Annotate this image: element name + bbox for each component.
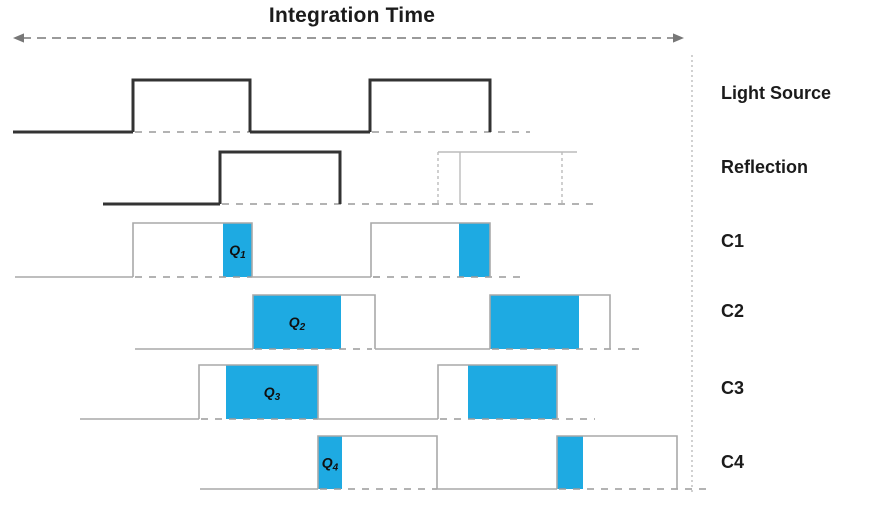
row-label-c3: C3 [721,378,745,398]
charge-region-c2 [490,295,579,349]
pulse [198,364,319,419]
pulse [368,78,492,132]
integration-time-arrow [13,33,684,43]
arrow-head-left [13,33,24,43]
charge-region-c3 [226,365,318,419]
charge-label: Q2 [289,314,306,333]
charge-region-c2 [253,295,341,349]
charge-region-c4 [318,436,342,489]
charge-region-c1 [459,223,490,277]
arrow-head-right [673,33,684,43]
row-light-source-waveform [13,78,530,134]
pulse [370,222,491,277]
pulse [132,222,253,277]
charge-label: Q4 [322,455,339,474]
charge-label: Q1 [229,242,246,261]
pulse [556,435,678,489]
row-label-reflection: Reflection [721,157,809,177]
pulse [218,150,342,204]
charge-label: Q3 [264,384,281,403]
pulse [437,364,558,419]
row-label-c2: C2 [721,301,745,321]
row-reflection-waveform [103,150,600,206]
row-c4-waveform: Q4 [200,435,710,490]
charge-region-c4 [557,436,583,489]
row-c1-waveform: Q1 [15,222,527,278]
charge-region-c1 [223,223,252,277]
integration-time-title: Integration Time [268,4,436,27]
row-c3-waveform: Q3 [80,364,595,420]
pulse [252,294,376,349]
pulse [131,78,252,132]
pulse [489,294,611,349]
row-label-light-source: Light Source [721,83,832,103]
charge-region-c3 [468,365,557,419]
row-c2-waveform: Q2 [135,294,645,350]
row-label-c1: C1 [721,231,745,251]
pulse [317,435,438,489]
row-label-c4: C4 [721,452,745,472]
